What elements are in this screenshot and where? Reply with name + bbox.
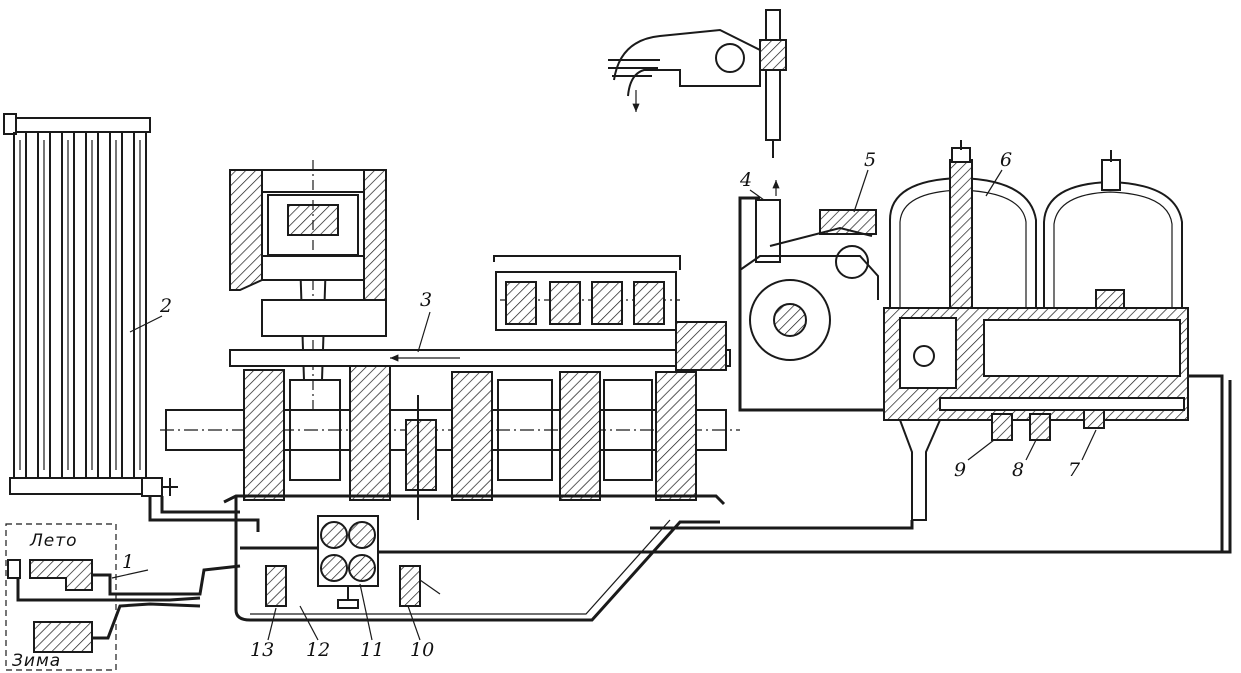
callout-5: 5: [864, 149, 876, 171]
oil-filters: [650, 140, 1224, 552]
callout-13: 13: [250, 639, 274, 661]
oil-radiator: [3, 113, 178, 497]
camshaft: [493, 255, 727, 371]
oil-sump: [223, 494, 726, 622]
callout-10: 10: [410, 639, 434, 661]
callout-12: 12: [306, 639, 330, 661]
fuel-pump-drive: [738, 180, 940, 412]
callout-11: 11: [360, 639, 384, 661]
callout-9: 9: [954, 459, 966, 481]
leader-lines: [111, 169, 1097, 641]
callout-1: 1: [122, 551, 134, 573]
main-oil-gallery: [229, 349, 731, 367]
rocker-detail: [608, 9, 787, 158]
label-summer: Лето: [29, 531, 78, 551]
crankshaft: [160, 365, 740, 520]
callout-3: 3: [420, 289, 432, 311]
callout-6: 6: [1000, 149, 1012, 171]
callout-8: 8: [1012, 459, 1024, 481]
radiator-valve: [5, 523, 241, 671]
oil-pump: [240, 380, 1232, 609]
callout-2: 2: [159, 295, 172, 317]
label-winter: Зима: [12, 651, 61, 671]
callout-7: 7: [1068, 459, 1081, 481]
engine-cylinder: [229, 160, 387, 420]
callout-4: 4: [739, 169, 752, 191]
